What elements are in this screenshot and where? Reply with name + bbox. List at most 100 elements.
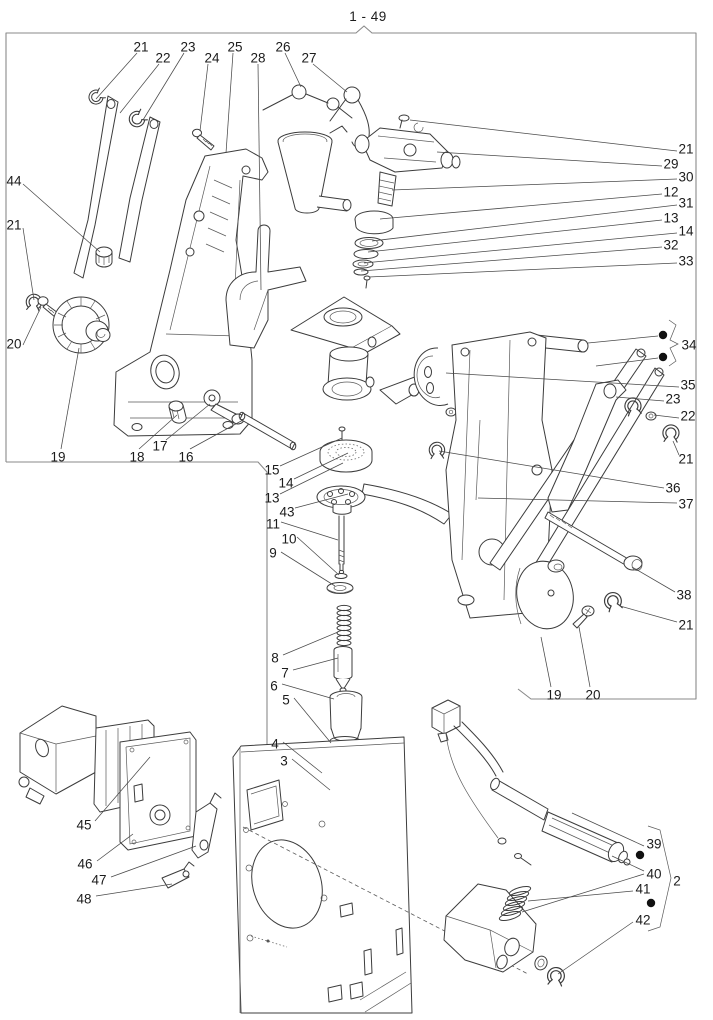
piston-gasket-stack xyxy=(352,171,397,289)
leader-line-40 xyxy=(611,855,645,872)
long-spring xyxy=(336,604,352,647)
leader-line-21 xyxy=(619,605,678,623)
callout-44: 44 xyxy=(6,174,22,189)
leader-line-26 xyxy=(284,52,302,88)
leader-line-48 xyxy=(95,883,173,897)
callout-17: 17 xyxy=(152,439,167,454)
callout-6: 6 xyxy=(270,679,278,694)
e-clip-icon xyxy=(428,441,446,460)
left-lever-group xyxy=(73,86,215,279)
callout-12: 12 xyxy=(663,185,678,200)
left-small-parts xyxy=(24,246,297,451)
pin-rod xyxy=(238,411,297,451)
right-fasteners xyxy=(515,396,681,630)
callout-37: 37 xyxy=(678,497,693,512)
leader-line-13 xyxy=(279,462,344,495)
wire-springs xyxy=(262,84,370,149)
leader-line-21 xyxy=(409,119,678,152)
leader-line-38 xyxy=(631,566,676,593)
callout-18: 18 xyxy=(129,450,144,465)
boiler-group xyxy=(431,699,631,988)
callout-3: 3 xyxy=(280,754,288,769)
leader-line-4 xyxy=(282,741,323,774)
callout-21: 21 xyxy=(678,142,693,157)
funnel xyxy=(277,125,352,214)
leader-line-43 xyxy=(294,493,349,509)
support-bracket xyxy=(225,224,307,349)
cylinder-bushing xyxy=(329,690,363,742)
callout-32: 32 xyxy=(663,238,678,253)
callout-24: 24 xyxy=(204,51,220,66)
leader-line-13 xyxy=(367,219,663,253)
washer xyxy=(334,573,348,579)
leader-line-35 xyxy=(445,372,680,388)
callout-19: 19 xyxy=(546,688,561,703)
callout-22: 22 xyxy=(680,409,695,424)
lever-arm xyxy=(191,792,222,859)
leader-line-20 xyxy=(578,626,591,688)
leader-line-10 xyxy=(296,536,340,576)
callout-15: 15 xyxy=(264,463,279,478)
motor-group xyxy=(18,705,222,889)
callout-27: 27 xyxy=(301,51,316,66)
leader-line-8 xyxy=(282,631,339,656)
callout-30: 30 xyxy=(678,170,693,185)
leader-line-16 xyxy=(189,419,244,450)
callout-25: 25 xyxy=(227,40,242,55)
leader-line-47 xyxy=(110,845,197,878)
leader-line-17 xyxy=(165,403,211,441)
bullet-marker xyxy=(646,898,656,908)
leader-line-40 xyxy=(521,873,645,913)
bullet-marker xyxy=(658,352,668,362)
small-spring xyxy=(498,885,532,922)
callout-42: 42 xyxy=(635,913,650,928)
leader-line-18 xyxy=(138,414,178,450)
drawing-layer xyxy=(18,84,681,1014)
leader-line-19 xyxy=(540,636,552,688)
callout-21: 21 xyxy=(678,618,693,633)
clamp-sleeve xyxy=(361,347,477,525)
leader-line-44 xyxy=(22,183,101,253)
bushing-icon xyxy=(168,400,187,424)
callout-20: 20 xyxy=(6,337,21,352)
filter-disc xyxy=(319,439,373,473)
plunger xyxy=(333,646,353,693)
callout-39: 39 xyxy=(646,837,661,852)
callout-34: 34 xyxy=(681,338,697,353)
callout-5: 5 xyxy=(282,693,290,708)
callout-9: 9 xyxy=(269,546,277,561)
callout-11: 11 xyxy=(266,517,280,532)
leader-line-21 xyxy=(22,227,35,301)
part-range-title: 1 - 49 xyxy=(349,9,387,24)
callout-46: 46 xyxy=(77,857,92,872)
callout-7: 7 xyxy=(281,666,289,681)
callout-47: 47 xyxy=(91,873,106,888)
leader-line-22 xyxy=(653,414,680,419)
callout-48: 48 xyxy=(76,892,91,907)
leader-line-14 xyxy=(293,452,349,480)
leader-line-37 xyxy=(477,497,678,504)
leader-line-6 xyxy=(281,683,335,700)
leader-line-41 xyxy=(527,890,634,902)
leader-line-27 xyxy=(312,63,348,93)
leader-line-9 xyxy=(280,551,336,587)
callout-23: 23 xyxy=(665,392,680,407)
leader-line-19 xyxy=(60,347,80,450)
right-rods xyxy=(489,348,665,597)
bullet-marker xyxy=(658,330,668,340)
leader-line-22 xyxy=(119,63,160,114)
leader-line-5 xyxy=(293,697,332,744)
e-clip-icon xyxy=(661,423,681,444)
callout-16: 16 xyxy=(178,450,193,465)
screw-icon xyxy=(572,605,595,629)
callout-31: 31 xyxy=(678,196,693,211)
callout-40: 40 xyxy=(646,867,661,882)
callout-33: 33 xyxy=(678,254,693,269)
leader-line-20 xyxy=(22,306,42,346)
callout-26: 26 xyxy=(275,40,290,55)
cup-washer xyxy=(326,582,354,594)
callout-38: 38 xyxy=(676,588,691,603)
leader-line-15 xyxy=(279,437,343,467)
